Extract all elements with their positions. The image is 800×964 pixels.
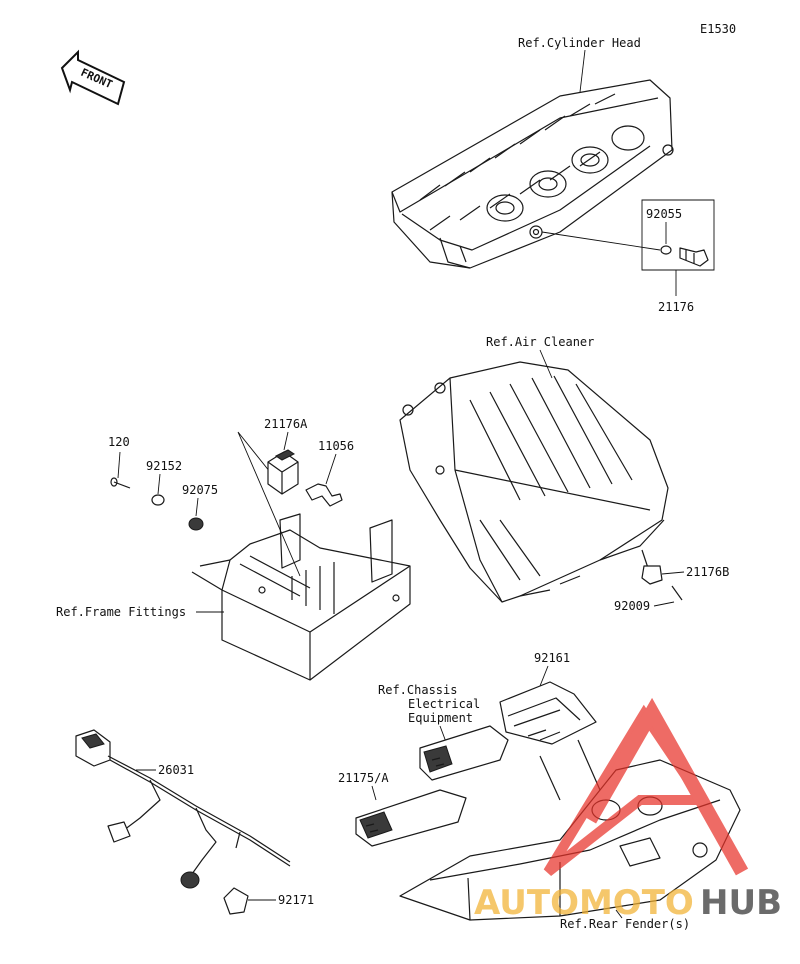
damper-92075: [188, 517, 204, 531]
part-21176-label: 21176: [658, 300, 694, 314]
wiring-harness-26031: [75, 729, 291, 889]
collar-92152: [151, 494, 165, 506]
part-26031-label: 26031: [158, 763, 194, 777]
ref-chassis-line3: Equipment: [408, 711, 473, 725]
watermark-logo: AUTOMOTO HUB: [474, 697, 782, 923]
part-92161-label: 92161: [534, 651, 570, 665]
part-21176B-label: 21176B: [686, 565, 729, 579]
ecu-module-upper: [419, 725, 509, 781]
ref-frame-fittings-label: Ref.Frame Fittings: [56, 605, 186, 619]
ref-chassis-line1: Ref.Chassis: [378, 683, 457, 697]
ecu-module-lower: [355, 789, 467, 847]
part-92055-label: 92055: [646, 207, 682, 221]
watermark-part1: AUTOMOTO: [474, 883, 694, 923]
part-92009-label: 92009: [614, 599, 650, 613]
part-120-label: 120: [108, 435, 130, 449]
screw-92009: [671, 585, 683, 601]
ref-cylinder-head-label: Ref.Cylinder Head: [518, 36, 641, 50]
ref-air-cleaner-label: Ref.Air Cleaner: [486, 335, 594, 349]
sensor-21176B: [641, 549, 663, 585]
sensor-21176A: [267, 449, 299, 495]
ref-rear-fender-label: Ref.Rear Fender(s): [560, 917, 690, 931]
ref-chassis-line2: Electrical: [408, 697, 480, 711]
mounting-tray-illustration: [191, 513, 411, 681]
o-ring-92055: [660, 245, 672, 255]
holder-92161: [499, 681, 597, 745]
diagram-code: E1530: [700, 22, 736, 36]
clamp-11056: [305, 483, 343, 507]
part-21175A-label: 21175/A: [338, 771, 389, 785]
front-arrow-icon: FRONT: [60, 49, 126, 106]
cylinder-head-illustration: [391, 79, 674, 269]
clamp-92171: [223, 887, 249, 915]
part-11056-label: 11056: [318, 439, 354, 453]
part-21176A-label: 21176A: [264, 417, 308, 431]
part-92075-label: 92075: [182, 483, 218, 497]
sensor-21176: [679, 247, 709, 267]
air-cleaner-illustration: [399, 361, 669, 603]
part-92171-label: 92171: [278, 893, 314, 907]
watermark-part2: HUB: [700, 883, 782, 923]
part-92152-label: 92152: [146, 459, 182, 473]
